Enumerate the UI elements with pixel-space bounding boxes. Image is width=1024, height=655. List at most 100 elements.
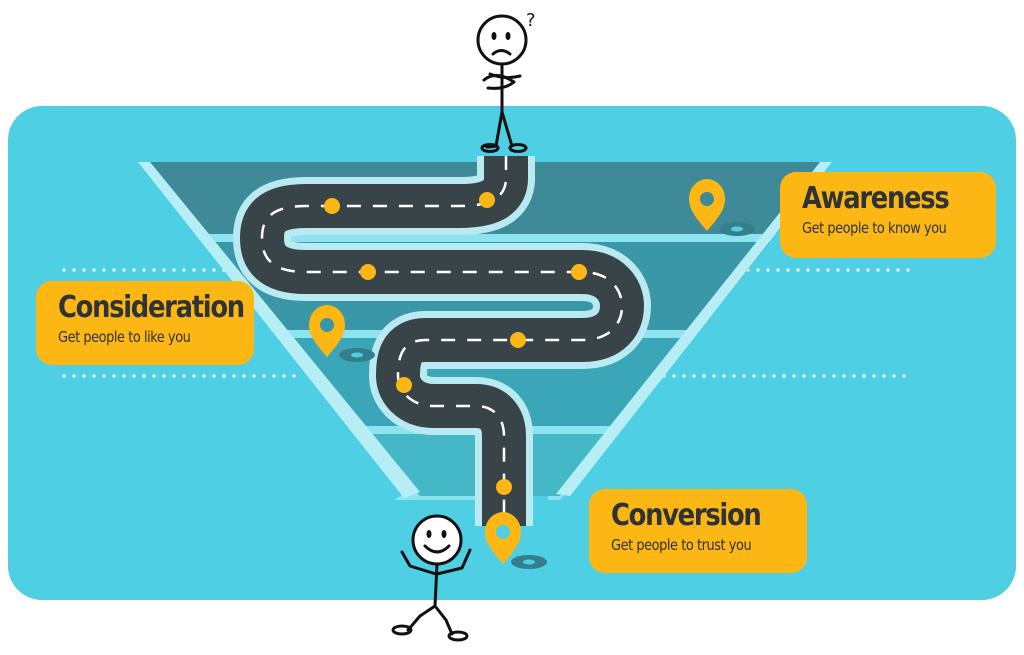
guide-dot xyxy=(152,374,156,378)
dotted-guide-upper xyxy=(62,268,910,272)
guide-dot xyxy=(702,374,706,378)
guide-dot xyxy=(722,374,726,378)
stage-consideration-box: Consideration Get people to like you xyxy=(36,281,254,365)
guide-dot xyxy=(72,374,76,378)
confused-stick-figure-icon xyxy=(476,14,528,153)
guide-dot xyxy=(202,374,206,378)
guide-dot xyxy=(92,268,96,272)
stage-conversion-title: Conversion xyxy=(611,498,762,533)
guide-dot xyxy=(182,374,186,378)
guide-dot xyxy=(856,268,860,272)
guide-dot xyxy=(742,374,746,378)
road-marker xyxy=(496,479,512,495)
guide-dot xyxy=(756,268,760,272)
guide-dot xyxy=(132,268,136,272)
guide-dot xyxy=(712,374,716,378)
guide-dot xyxy=(142,374,146,378)
funnel-highlight-left xyxy=(138,162,420,498)
guide-dot xyxy=(802,374,806,378)
guide-dot xyxy=(272,374,276,378)
guide-dot xyxy=(292,374,296,378)
guide-dot xyxy=(62,374,66,378)
guide-dot xyxy=(162,374,166,378)
guide-dot xyxy=(682,374,686,378)
stage-conversion-subtitle: Get people to trust you xyxy=(611,536,752,554)
guide-dot xyxy=(102,268,106,272)
guide-dot xyxy=(786,268,790,272)
guide-dot xyxy=(692,374,696,378)
guide-dot xyxy=(92,374,96,378)
guide-dot xyxy=(212,268,216,272)
question-mark: ? xyxy=(526,10,536,31)
guide-dot xyxy=(876,268,880,272)
guide-dot xyxy=(862,374,866,378)
guide-dot xyxy=(792,374,796,378)
road-marker xyxy=(396,377,412,393)
guide-dot xyxy=(202,268,206,272)
location-pin-icon xyxy=(309,305,375,362)
guide-dot xyxy=(782,374,786,378)
guide-dot xyxy=(172,268,176,272)
guide-dot xyxy=(122,374,126,378)
guide-dot xyxy=(262,374,266,378)
guide-dot xyxy=(212,374,216,378)
guide-dot xyxy=(902,374,906,378)
guide-dot xyxy=(762,374,766,378)
guide-dot xyxy=(162,268,166,272)
guide-dot xyxy=(182,268,186,272)
guide-dot xyxy=(796,268,800,272)
guide-dot xyxy=(102,374,106,378)
guide-dot xyxy=(752,374,756,378)
guide-dot xyxy=(886,268,890,272)
road-marker xyxy=(360,264,376,280)
guide-dot xyxy=(772,374,776,378)
guide-dot xyxy=(62,268,66,272)
guide-dot xyxy=(252,374,256,378)
guide-dot xyxy=(152,268,156,272)
winding-road-icon xyxy=(233,149,651,526)
road-center-line xyxy=(260,156,624,526)
road-markers xyxy=(324,192,587,495)
guide-dot xyxy=(812,374,816,378)
guide-dot xyxy=(672,374,676,378)
guide-dot xyxy=(842,374,846,378)
stage-consideration-subtitle: Get people to like you xyxy=(58,328,191,346)
guide-dot xyxy=(846,268,850,272)
guide-dot xyxy=(72,268,76,272)
guide-dot xyxy=(232,374,236,378)
guide-dot xyxy=(122,268,126,272)
guide-dot xyxy=(866,268,870,272)
guide-dot xyxy=(132,374,136,378)
stage-awareness-title: Awareness xyxy=(802,181,950,216)
guide-dot xyxy=(896,268,900,272)
guide-dot xyxy=(82,374,86,378)
location-pin-icon xyxy=(485,512,547,569)
guide-dot xyxy=(192,374,196,378)
guide-dot xyxy=(892,374,896,378)
guide-dot xyxy=(766,268,770,272)
guide-dot xyxy=(836,268,840,272)
guide-dot xyxy=(732,374,736,378)
guide-dot xyxy=(82,268,86,272)
guide-dot xyxy=(872,374,876,378)
stage-conversion-box: Conversion Get people to trust you xyxy=(589,489,807,573)
guide-dot xyxy=(816,268,820,272)
guide-dot xyxy=(806,268,810,272)
funnel-highlight-right xyxy=(556,162,832,496)
guide-dot xyxy=(882,374,886,378)
guide-dot xyxy=(776,268,780,272)
stage-awareness-box: Awareness Get people to know you xyxy=(780,172,996,258)
road-marker xyxy=(479,192,495,208)
guide-dot xyxy=(112,268,116,272)
guide-dot xyxy=(242,374,246,378)
dotted-guides xyxy=(62,268,910,378)
road-marker xyxy=(510,332,526,348)
guide-dot xyxy=(222,374,226,378)
guide-dot xyxy=(906,268,910,272)
dotted-guide-lower xyxy=(62,374,906,378)
stage-awareness-subtitle: Get people to know you xyxy=(802,219,947,237)
guide-dot xyxy=(282,374,286,378)
stage-consideration-title: Consideration xyxy=(58,290,245,325)
guide-dot xyxy=(112,374,116,378)
